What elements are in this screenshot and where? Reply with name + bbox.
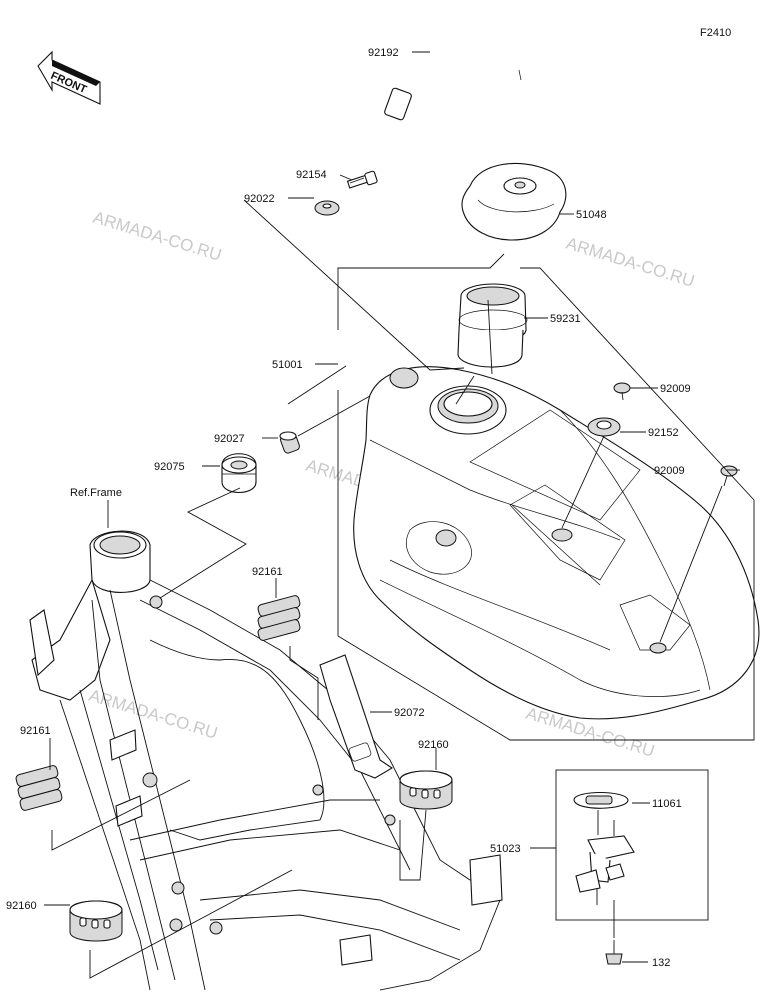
- label-ref-frame: Ref.Frame: [70, 487, 122, 499]
- fuel-cap-icon: [461, 162, 567, 241]
- washer-92022-icon: [314, 200, 340, 216]
- leader-lines: [44, 51, 755, 979]
- label-92075: 92075: [154, 461, 185, 473]
- label-92160-right: 92160: [418, 739, 449, 751]
- front-arrow-icon: FRONT: [37, 50, 101, 105]
- figure-code: F2410: [700, 27, 731, 39]
- label-92161-upper: 92161: [252, 566, 283, 578]
- grommet-92027-icon: [279, 431, 300, 454]
- damper-92160-right-icon: [399, 770, 453, 810]
- label-51001: 51001: [272, 359, 303, 371]
- label-92072: 92072: [394, 707, 425, 719]
- label-92009-lower: 92009: [654, 465, 685, 477]
- label-11061: 11061: [652, 798, 682, 810]
- screw-132-icon: [605, 940, 623, 965]
- watermark-1: ARMADA-CO.RU: [91, 208, 224, 265]
- breather-hose: [384, 42, 536, 127]
- screw-92009-lower-icon: [720, 465, 738, 487]
- fuel-tank-icon: [353, 366, 760, 720]
- screw-92009-upper-icon: [613, 382, 631, 401]
- part-labels: 92192 92154 92022 51048 59231 51001 9200…: [6, 47, 691, 969]
- label-92027: 92027: [214, 433, 245, 445]
- label-92152: 92152: [648, 427, 679, 439]
- damper-92160-left-icon: [69, 900, 123, 942]
- pad-92161-upper-icon: [257, 595, 301, 641]
- label-92022: 92022: [244, 193, 275, 205]
- label-92160-left: 92160: [6, 900, 37, 912]
- fuel-cock-box: [555, 769, 709, 921]
- label-51048: 51048: [576, 209, 607, 221]
- label-92192: 92192: [368, 47, 399, 59]
- watermark-5: ARMADA-CO.RU: [87, 686, 220, 743]
- filler-neck-icon: [457, 283, 528, 368]
- band-92072-icon: [319, 654, 394, 779]
- label-92154: 92154: [296, 169, 327, 181]
- grommet-92075-icon: [221, 453, 257, 494]
- label-92161-left: 92161: [20, 725, 51, 737]
- label-59231: 59231: [550, 313, 581, 325]
- pad-92161-left-icon: [15, 765, 63, 811]
- label-132: 132: [652, 957, 670, 969]
- damper-92152-icon: [587, 417, 621, 437]
- watermark-2: ARMADA-CO.RU: [564, 234, 697, 291]
- label-51023: 51023: [490, 843, 521, 855]
- bolt-92154-icon: [346, 170, 378, 189]
- label-92009-upper: 92009: [660, 383, 691, 395]
- frame-icon: [29, 530, 503, 991]
